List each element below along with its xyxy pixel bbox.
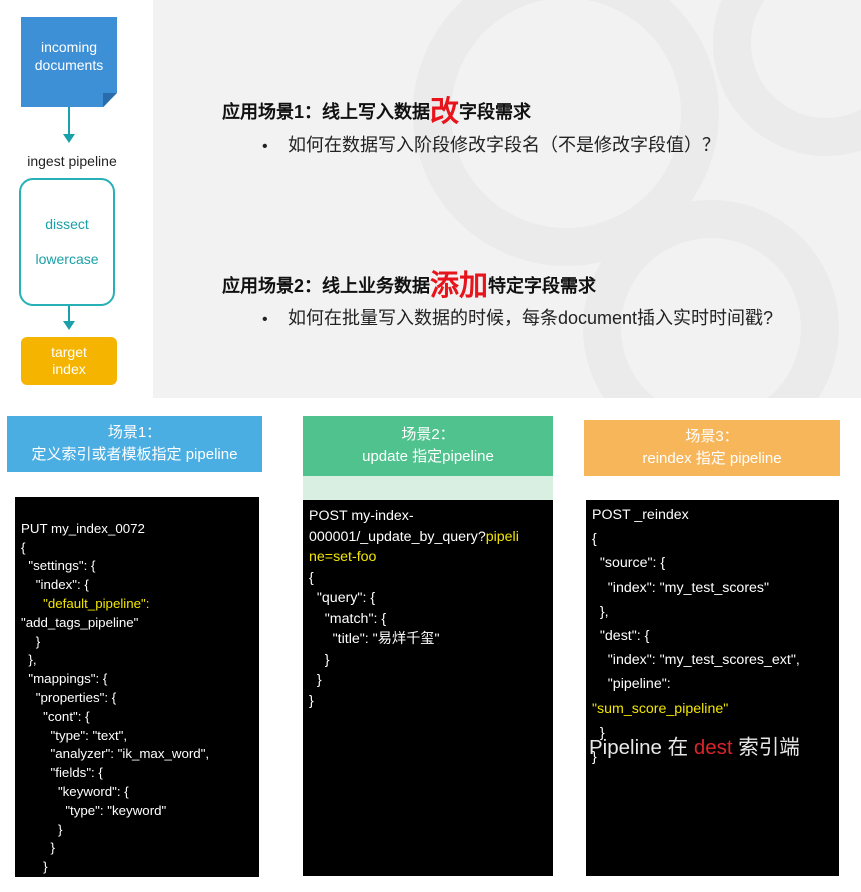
scenario-2-question: 如何在批量写入数据的时候，每条document插入实时时间戳? (288, 308, 774, 328)
card-3-header: 场景3： reindex 指定 pipeline (584, 420, 840, 476)
code-3-line: } (592, 724, 605, 741)
incoming-documents-node (21, 17, 117, 107)
processor-lowercase: lowercase (35, 251, 99, 267)
code-1-line: "cont": { (21, 708, 90, 724)
card-3-header-line1: 场景3： (685, 428, 739, 445)
pipeline-dest-note: Pipeline 在 dest 索引端 (589, 736, 800, 760)
target-index-node: target index (21, 337, 117, 385)
card-1-header: 场景1： 定义索引或者模板指定 pipeline (7, 416, 262, 472)
code-2-body: { "query": { "match": { "title": "易烊千玺" … (309, 568, 553, 712)
code-1-line: }, (21, 652, 37, 668)
processor-dissect: dissect (45, 216, 89, 232)
code-2-line: "title": "易烊千玺" (309, 631, 440, 647)
code-3-line: { (592, 531, 597, 548)
code-2-line: 000001/_update_by_query?pipeli (309, 527, 553, 548)
scenario-2-title-prefix: 应用场景2：线上业务数据 (222, 276, 431, 296)
code-2-line: } (309, 692, 314, 709)
card-1-header-line2: 定义索引或者模板指定 pipeline (31, 446, 238, 463)
code-1-line: "keyword": { (21, 783, 129, 799)
code-3-line: } (592, 749, 597, 766)
code-3-line: POST _reindex (592, 507, 689, 523)
code-1-line: "analyzer": "ik_max_word", (21, 746, 210, 762)
code-3-line: "pipeline": (592, 676, 671, 693)
flow-connector (68, 306, 70, 322)
code-3-pipeline-value: "sum_score_pipeline" (592, 700, 729, 717)
scenario-2-title-highlight: 添加 (430, 270, 489, 302)
code-1-line: PUT my_index_0072 (21, 520, 145, 536)
scenario-1-title: 应用场景1：线上写入数据改字段需求 (222, 88, 531, 130)
scenario-1-title-prefix: 应用场景1：线上写入数据 (222, 102, 431, 122)
code-1-line: "add_tags_pipeline" (21, 614, 139, 630)
code-2-line: } (309, 651, 330, 668)
code-2-line: "query": { (309, 590, 376, 606)
code-1-line: "settings": { (21, 558, 96, 574)
scenario-1-bullet: • 如何在数据写入阶段修改字段名（不是修改字段值）？ (262, 131, 720, 157)
code-3-lines: POST _reindex { "source": { "index": "my_… (592, 503, 839, 697)
code-1-line: "type": "text", (21, 727, 128, 743)
code-1-line: "fields": { (21, 765, 103, 781)
code-3-line: "source": { (592, 555, 666, 572)
code-2-url: 000001/_update_by_query? (309, 528, 486, 545)
incoming-documents-label: incoming documents (34, 39, 104, 73)
bullet-icon: • (262, 138, 268, 155)
code-1-line: { (21, 539, 26, 555)
code-2-line: ne=set-foo (309, 549, 377, 565)
bullet-icon: • (262, 311, 268, 328)
target-index-label: target index (51, 344, 87, 377)
code-1-lines: PUT my_index_0072 { "settings": { "index"… (21, 520, 259, 877)
code-3-line: "index": "my_test_scores" (592, 579, 770, 596)
code-3-line: "dest": { (592, 628, 650, 645)
code-2-line: "match": { (309, 610, 387, 627)
scenario-2-title: 应用场景2：线上业务数据添加特定字段需求 (222, 262, 596, 304)
note-part-1: Pipeline 在 (589, 736, 694, 759)
note-part-3: 索引端 (732, 736, 800, 759)
code-2-param: pipeli (485, 528, 519, 545)
code-1-line: "mappings": { (21, 671, 108, 687)
scenario-panel (153, 0, 861, 398)
scenario-2-bullet: • 如何在批量写入数据的时候，每条document插入实时时间戳? (262, 304, 773, 330)
card-2-header-line2: update 指定pipeline (362, 448, 494, 465)
card-2-header: 场景2： update 指定pipeline (303, 416, 553, 476)
code-1-line: "type": "keyword" (21, 802, 167, 818)
code-1-line: "default_pipeline": (21, 595, 150, 611)
arrow-down-icon (63, 134, 75, 143)
code-3-tail: }} (592, 721, 839, 769)
card-2-code: POST my-index- 000001/_update_by_query?pi… (303, 500, 553, 876)
code-2-line: } (309, 672, 322, 688)
scenario-1-title-suffix: 字段需求 (459, 102, 532, 122)
code-2-line: { (309, 569, 314, 586)
card-2-header-line1: 场景2： (401, 426, 455, 443)
code-1-line: } (21, 840, 55, 856)
card-3-header-line2: reindex 指定 pipeline (642, 450, 782, 467)
scenario-1-question: 如何在数据写入阶段修改字段名（不是修改字段值）？ (288, 135, 720, 155)
scenario-1-title-highlight: 改 (430, 96, 460, 128)
arrow-down-icon (63, 321, 75, 330)
card-1-code: PUT my_index_0072 { "settings": { "index"… (15, 497, 259, 877)
code-1-line: } (21, 633, 41, 649)
code-1-line: } (21, 821, 63, 837)
code-3-line: "index": "my_test_scores_ext", (592, 652, 800, 669)
flow-connector (68, 107, 70, 135)
code-2-line: POST my-index- (309, 508, 414, 524)
code-3-line: }, (592, 603, 609, 620)
card-3-code: POST _reindex { "source": { "index": "my_… (586, 500, 839, 876)
note-part-2: dest (693, 736, 733, 759)
card-1-header-line1: 场景1： (107, 424, 162, 441)
scenario-2-title-suffix: 特定字段需求 (488, 276, 597, 296)
ingest-pipeline-label: ingest pipeline (27, 153, 117, 169)
card-2-strip (303, 476, 553, 500)
code-1-line: "properties": { (21, 689, 117, 705)
decor-ring (713, 0, 861, 156)
ingest-pipeline-box (19, 178, 115, 306)
code-1-line: "index": { (21, 577, 89, 593)
code-1-line: } (21, 859, 48, 875)
